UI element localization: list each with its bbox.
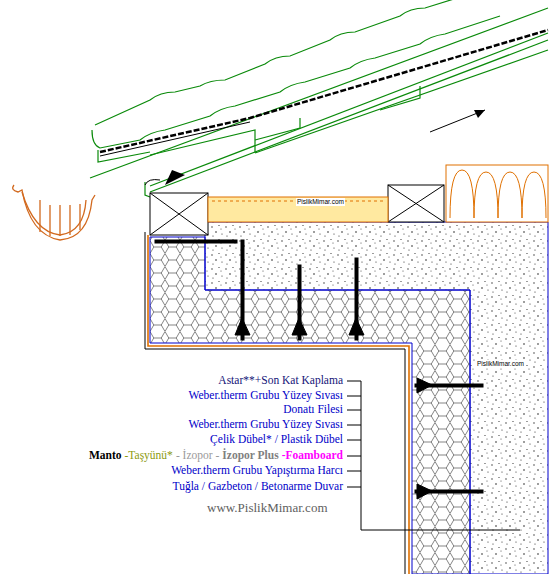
layer-label: Çelik Dübel* / Plastik Dübel <box>210 433 343 446</box>
layer-label: Donatı Filesi <box>283 403 343 416</box>
insulation-options-row: Manto-Taşyünü* - İzopor -İzopor Plus -Foam… <box>86 449 343 462</box>
insulation-option: -Foamboard <box>282 449 343 462</box>
watermark: PislikMimar.com <box>476 360 525 368</box>
watermark: PislikMimar.com <box>296 198 345 206</box>
insulation-option: - İzopor - <box>176 449 219 462</box>
insulation-option: -Taşyünü* <box>124 449 172 462</box>
layer-label: Weber.therm Grubu Yüzey Sıvası <box>189 418 344 431</box>
layer-label: Tuğla / Gazbeton / Betonarme Duvar <box>173 480 343 493</box>
watermark: www.PislikMimar.com <box>207 500 328 515</box>
layer-label: Weber.therm Grubu Yüzey Sıvası <box>189 389 344 402</box>
insulation-option: İzopor Plus <box>222 449 278 462</box>
layer-label: Weber.therm Grubu Yapıştırma Harcı <box>171 464 343 477</box>
insulation-option: Manto <box>89 449 122 462</box>
layer-label: Astar**+Son Kat Kaplama <box>218 374 343 387</box>
